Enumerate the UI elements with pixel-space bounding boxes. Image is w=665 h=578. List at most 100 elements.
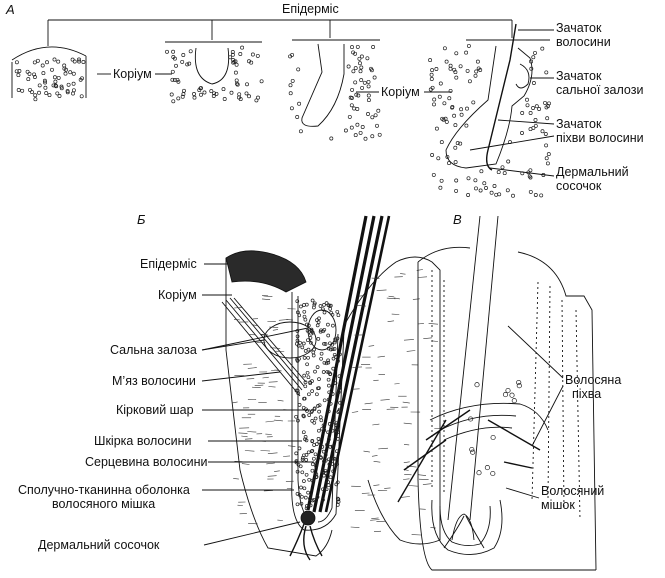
texture-dot	[310, 468, 315, 473]
texture-dot	[323, 342, 328, 346]
texture-dot	[297, 101, 302, 106]
texture-dot	[318, 415, 323, 420]
texture-dot	[352, 106, 357, 111]
texture-dot	[360, 85, 365, 90]
texture-hatch	[274, 419, 283, 422]
texture-hatch	[233, 319, 240, 321]
texture-dot	[357, 56, 362, 61]
texture-dot	[362, 80, 367, 85]
texture-dot	[294, 451, 299, 456]
texture-dot	[335, 449, 339, 454]
texture-hatch	[270, 347, 281, 349]
texture-dot	[359, 65, 364, 70]
gland-germ-label-1: Зачаток	[556, 69, 602, 83]
texture-dot	[315, 323, 320, 328]
texture-dot	[233, 59, 238, 64]
texture-hatch	[233, 478, 239, 480]
texture-dot	[330, 462, 335, 466]
texture-dot	[77, 57, 81, 62]
texture-dot	[302, 414, 306, 419]
papilla-label-a-1: Дермальний	[556, 165, 629, 179]
epidermis-bracket	[47, 19, 513, 46]
texture-dot	[198, 86, 203, 91]
texture-hatch	[400, 496, 410, 498]
texture-dot	[336, 359, 340, 363]
texture-hatch	[262, 376, 269, 379]
texture-dot	[302, 309, 307, 314]
texture-dot	[302, 373, 307, 378]
texture-dot	[537, 107, 542, 111]
root-sheath-label-1: Волосяна	[565, 373, 621, 387]
texture-dot	[320, 445, 325, 449]
texture-dot	[312, 347, 316, 352]
texture-dot	[350, 87, 355, 92]
texture-dot	[319, 356, 323, 361]
texture-dot	[310, 389, 314, 393]
texture-dot	[540, 129, 545, 134]
texture-dot	[337, 386, 342, 391]
texture-dot	[300, 345, 305, 350]
texture-dot	[71, 88, 76, 93]
texture-dot	[312, 305, 316, 310]
texture-hatch	[363, 450, 370, 453]
texture-dot	[516, 379, 522, 386]
texture-dot	[321, 449, 326, 454]
texture-dot	[337, 409, 341, 413]
texture-dot	[441, 117, 446, 122]
texture-dot	[256, 95, 260, 100]
texture-dot	[516, 383, 522, 389]
texture-dot	[32, 75, 37, 79]
texture-hatch	[278, 319, 289, 321]
texture-dot	[297, 403, 302, 407]
texture-hatch	[268, 386, 276, 388]
texture-hatch	[241, 435, 248, 438]
texture-dot	[328, 401, 333, 406]
texture-dot	[334, 428, 339, 433]
texture-dot	[336, 499, 341, 504]
texture-dot	[348, 95, 353, 100]
texture-dot	[338, 400, 342, 405]
texture-hatch	[248, 523, 258, 525]
texture-dot	[312, 301, 317, 306]
texture-hatch	[263, 295, 273, 297]
texture-dot	[296, 343, 301, 348]
texture-dot	[533, 123, 538, 128]
texture-dot	[56, 75, 61, 80]
texture-dot	[545, 161, 550, 166]
texture-hatch	[403, 461, 410, 463]
texture-dot	[338, 352, 342, 357]
stage-4	[428, 23, 551, 198]
texture-dot	[176, 96, 181, 101]
texture-dot	[316, 337, 321, 341]
texture-dot	[47, 93, 52, 98]
texture-dot	[312, 420, 317, 425]
texture-dot	[295, 492, 300, 496]
texture-dot	[295, 329, 300, 333]
texture-dot	[238, 97, 243, 102]
texture-dot	[369, 66, 373, 71]
texture-dot	[181, 92, 186, 97]
texture-dot	[366, 79, 371, 84]
texture-dot	[373, 113, 378, 118]
texture-dot	[35, 58, 40, 63]
texture-dot	[333, 337, 338, 342]
texture-dot	[322, 310, 327, 315]
texture-dot	[68, 70, 73, 75]
texture-dot	[370, 115, 375, 120]
texture-dot	[306, 375, 311, 380]
texture-dot	[307, 413, 312, 417]
texture-dot	[171, 99, 176, 104]
texture-dot	[355, 44, 360, 49]
texture-dot	[296, 67, 301, 72]
texture-dot	[304, 472, 309, 477]
texture-hatch	[386, 297, 396, 300]
texture-dot	[301, 341, 306, 346]
texture-dot	[202, 90, 207, 95]
texture-dot	[303, 495, 308, 500]
epidermis-label-a: Епідерміс	[282, 2, 339, 16]
texture-dot	[465, 106, 469, 111]
texture-dot	[52, 75, 57, 80]
texture-dot	[303, 380, 308, 385]
texture-dot	[447, 96, 452, 101]
texture-dot	[459, 112, 464, 117]
